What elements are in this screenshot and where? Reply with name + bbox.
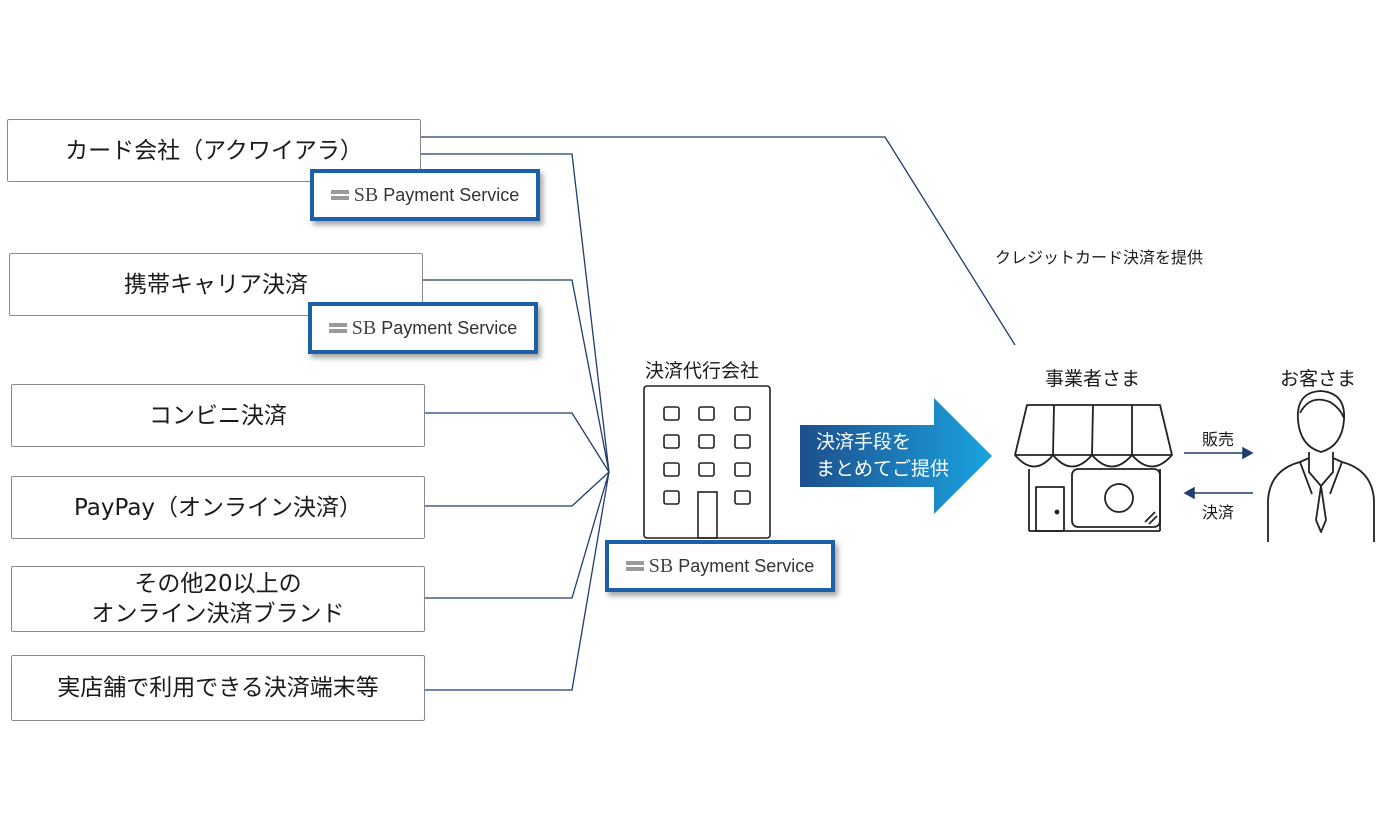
- flow-arrows: [1183, 446, 1254, 500]
- sbps-mark: SB: [353, 183, 379, 206]
- sbps-text: Payment Service: [678, 555, 815, 576]
- method-label: 携帯キャリア決済: [124, 271, 308, 298]
- direct-credit-line: [421, 136, 1016, 346]
- sbps-logo-carrier: SB Payment Service: [308, 302, 538, 354]
- flow-sell-label: 販売: [1202, 430, 1235, 449]
- customer-icon: [1267, 390, 1375, 542]
- credit-note: クレジットカード決済を提供: [995, 248, 1204, 267]
- sbps-text: Payment Service: [383, 184, 520, 205]
- connector-conbini: [425, 412, 610, 473]
- method-label-line1: その他20以上の: [134, 571, 302, 597]
- connector-terminal: [425, 471, 610, 691]
- method-label-line2: オンライン決済ブランド: [91, 601, 345, 627]
- sbps-mark: SB: [351, 316, 377, 339]
- connector-carrier: [423, 279, 610, 473]
- connector-paypay: [425, 471, 610, 507]
- connector-other: [425, 471, 610, 599]
- method-other-brands: その他20以上の オンライン決済ブランド: [11, 566, 425, 632]
- sbps-mark: SB: [648, 554, 674, 577]
- connector-card: [421, 153, 610, 473]
- building-icon: [643, 385, 771, 539]
- method-label: コンビニ決済: [149, 402, 287, 429]
- flow-pay-label: 決済: [1202, 503, 1235, 522]
- shop-icon: [1014, 404, 1173, 532]
- provide-arrow: [800, 398, 992, 514]
- method-label: カード会社（アクワイアラ）: [65, 137, 363, 164]
- arrow-line1: 決済手段を: [816, 431, 912, 453]
- customer-label: お客さま: [1280, 368, 1357, 390]
- sbps-logo-agency: SB Payment Service: [605, 540, 835, 592]
- merchant-label: 事業者さま: [1045, 368, 1141, 390]
- method-carrier: 携帯キャリア決済: [9, 253, 423, 316]
- method-label: 実店舗で利用できる決済端末等: [57, 675, 379, 701]
- sbps-bars-icon: [330, 188, 349, 202]
- sbps-bars-icon: [328, 321, 347, 335]
- method-label: PayPay（オンライン決済）: [73, 494, 363, 521]
- provide-arrow-text: 決済手段を まとめてご提供: [816, 429, 949, 483]
- sbps-bars-icon: [625, 559, 644, 573]
- method-conbini: コンビニ決済: [11, 384, 425, 447]
- arrow-line2: まとめてご提供: [816, 458, 950, 480]
- sbps-logo-card: SB Payment Service: [310, 169, 540, 221]
- agency-label: 決済代行会社: [645, 360, 760, 382]
- sbps-text: Payment Service: [381, 317, 518, 338]
- method-terminal: 実店舗で利用できる決済端末等: [11, 655, 425, 721]
- method-paypay: PayPay（オンライン決済）: [11, 476, 425, 539]
